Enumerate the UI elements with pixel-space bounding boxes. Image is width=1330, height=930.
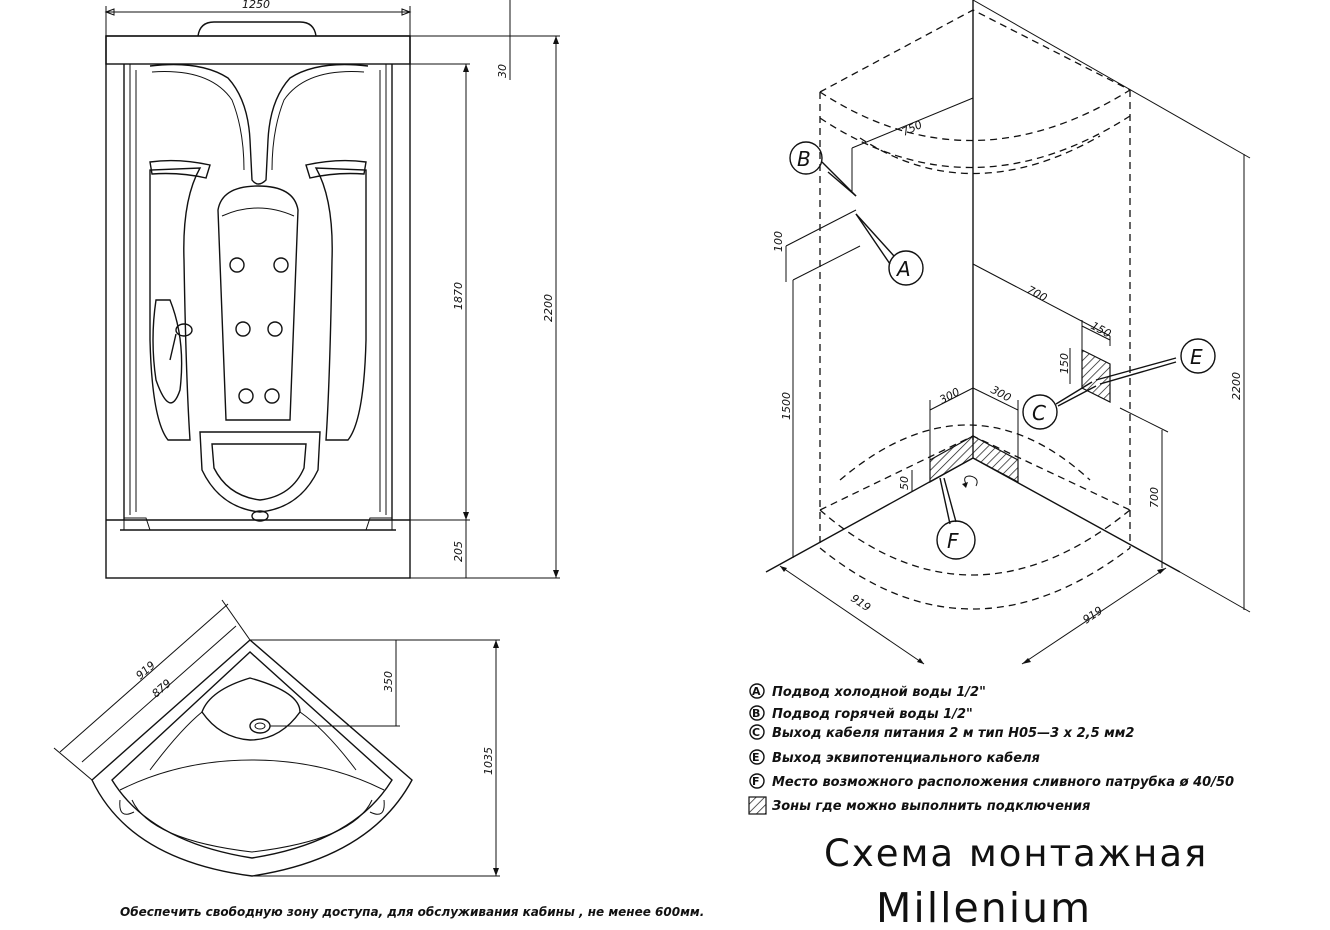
svg-text:Выход кабеля питания 2 м тип: Выход кабеля питания 2 м тип H05—3 x 2,5… [772,726,1134,741]
left-side-panel [149,167,202,441]
svg-text:F: F [752,775,760,788]
dim-base-left-label: 919 [848,592,873,615]
top-view: 919 879 350 1035 [53,599,500,877]
access-zone-note: Обеспечить свободную зону доступа, для о… [120,905,704,919]
dim-seat-depth-label: 350 [382,671,395,692]
dim-width-label: 1250 [242,0,270,11]
label-f: F [947,529,959,553]
svg-text:A: A [752,685,761,698]
dim-zone-height-label: 150 [1058,353,1071,374]
front-view: 1250 30 1870 205 2200 [104,0,560,579]
svg-text:Выход эквипотенциального кабел: Выход эквипотенциального кабеля [772,751,1040,766]
svg-text:Подвод холодной воды 1/2": Подвод холодной воды 1/2" [772,685,986,700]
dim-total-height-iso-label: 2200 [1230,372,1243,400]
back-panel-top [149,63,369,185]
svg-text:B: B [752,707,760,720]
dim-drain-left-label: 300 [937,385,962,406]
legend-item-e: E Выход эквипотенциального кабеля [749,749,1040,766]
corner-seat [199,431,321,522]
drawing-title: Схема монтажная [824,832,1208,875]
legend-item-a: A Подвод холодной воды 1/2" [749,683,986,700]
drain-rotation-icon [964,475,978,487]
label-e: E [1190,345,1203,369]
iso-view: 1500 100 750 B A 700 150 150 E [765,0,1251,665]
cabin-roof-hump [197,21,317,37]
legend-item-f: F Место возможного расположения сливного… [749,773,1234,790]
label-b: B [797,147,811,171]
central-massage-column [217,185,299,421]
label-a: A [895,257,911,281]
svg-text:C: C [752,726,760,739]
drain-zone-right [972,435,1019,483]
svg-text:Место возможного расположения: Место возможного расположения сливного п… [772,775,1234,790]
dim-outer-side-label: 919 [133,659,157,683]
dim-tray-height-label: 205 [452,541,465,562]
legend-item-b: B Подвод горячей воды 1/2" [749,705,973,722]
dim-electric-height-label: 700 [1148,487,1161,508]
legend-item-c: C Выход кабеля питания 2 м тип H05—3 x 2… [749,724,1134,741]
dim-electric-offset-label: 700 [1025,283,1050,304]
hatch-swatch-icon [748,796,767,815]
legend-item-zone: Зоны где можно выполнить подключения [748,796,1090,815]
svg-text:E: E [752,751,760,764]
tray-drain [249,718,271,734]
cabin-outline [105,35,411,579]
hand-shower [152,299,193,404]
massage-jets [229,257,289,404]
svg-text:Подвод горячей воды 1/2": Подвод горячей воды 1/2" [772,707,973,722]
legend: A Подвод холодной воды 1/2" B Подвод гор… [748,683,1234,815]
dim-total-height-label: 2200 [542,294,555,322]
model-name: Millenium [876,884,1092,930]
dim-inner-side-label: 879 [149,677,173,701]
right-side-panel [314,167,367,441]
dim-top-offset-label: 30 [496,64,509,78]
dim-cold-height-label: 1500 [780,392,793,420]
tray-seat [201,677,301,741]
svg-text:Зоны где можно выполнить подк: Зоны где можно выполнить подключения [772,799,1090,814]
dim-depth-label: 1035 [482,747,495,775]
label-c: C [1032,401,1046,425]
dim-drain-depth-label: 50 [898,476,911,490]
dim-panel-height-label: 1870 [452,282,465,310]
dim-hot-cold-gap-label: 100 [772,231,785,252]
cabin-top-cap [105,35,411,65]
drain-zone-left [929,434,974,484]
electric-zone [1081,349,1111,403]
